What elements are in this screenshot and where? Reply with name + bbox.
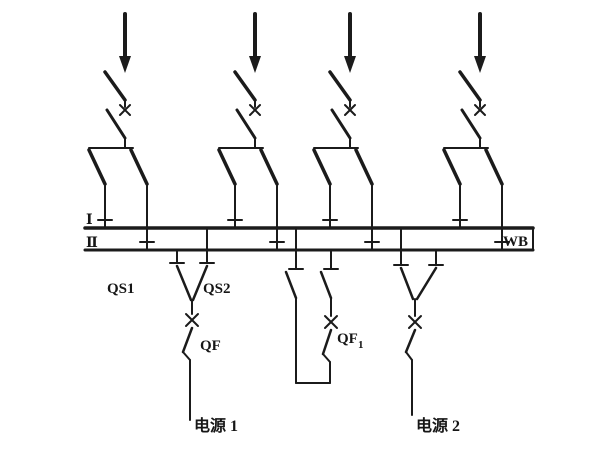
wire — [322, 353, 331, 363]
qf1-blade-icon — [321, 328, 333, 356]
label-source1: 电源 1 — [194, 416, 238, 435]
wire — [182, 351, 191, 361]
label-bus1: Ⅰ — [86, 213, 93, 228]
bus-coupler-branch — [284, 227, 339, 384]
feeder-4 — [442, 12, 511, 251]
source2-branch — [393, 227, 444, 416]
label-qf-coupler-sub: 1 — [358, 339, 364, 351]
source1-branch — [169, 227, 215, 421]
label-qf-source1: QF — [200, 338, 221, 354]
breaker-cross-icon — [324, 315, 338, 329]
label-qs2: QS2 — [203, 281, 231, 297]
selector-blade-icon — [415, 266, 438, 301]
diagram-labels: Ⅰ Ⅱ WB QS1 QS2 QF QF 1 电源 1 电源 2 — [86, 213, 528, 435]
coupler-blade-icon — [319, 270, 333, 300]
coupler-blade-icon — [284, 270, 298, 300]
breaker-cross-icon — [408, 315, 422, 329]
selector-blade-icon — [399, 266, 415, 301]
feeder-3 — [312, 12, 381, 251]
qs2-blade-icon — [191, 264, 209, 302]
qs1-blade-icon — [175, 264, 193, 302]
label-qf-coupler: QF — [337, 331, 358, 347]
feeder-1 — [87, 12, 156, 251]
qf-blade-icon — [181, 326, 194, 354]
label-source2: 电源 2 — [416, 416, 460, 435]
feeder-2 — [217, 12, 286, 251]
label-bus2: Ⅱ — [86, 236, 98, 251]
wire — [405, 351, 413, 361]
breaker-blade-icon — [404, 328, 417, 354]
label-wb: WB — [503, 234, 528, 250]
breaker-cross-icon — [185, 313, 199, 327]
busbars — [83, 226, 535, 252]
label-qs1: QS1 — [107, 281, 135, 297]
